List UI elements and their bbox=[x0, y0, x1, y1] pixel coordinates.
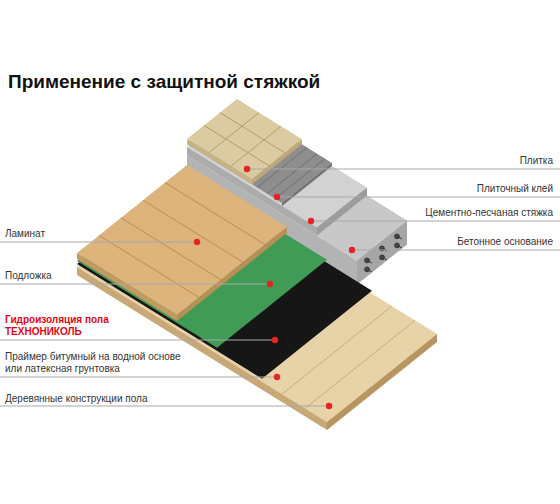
part-label: Бетонное основание bbox=[457, 236, 553, 248]
screed-face bbox=[317, 188, 367, 236]
diagram-title: Применение с защитной стяжкой bbox=[8, 70, 320, 93]
leader-lines bbox=[0, 169, 560, 406]
part-label: Цементно-песчаная стяжка bbox=[425, 207, 553, 219]
laminate-top bbox=[77, 165, 287, 315]
laminate-side bbox=[77, 253, 177, 321]
part-label: Праймер битумный на водной основе или ла… bbox=[5, 351, 195, 375]
tile-top bbox=[187, 99, 302, 179]
part-label: Гидроизоляция пола ТЕХНОНИКОЛЬ bbox=[5, 314, 130, 338]
laminate-face bbox=[177, 227, 287, 321]
part-label: Деревянные конструкции пола bbox=[5, 393, 147, 405]
part-label: Плитка bbox=[520, 155, 553, 167]
laminate-boards bbox=[99, 183, 265, 298]
part-label: Подложка bbox=[5, 270, 52, 282]
wood-end bbox=[327, 334, 437, 430]
concrete-face bbox=[357, 220, 407, 284]
layer-stack bbox=[77, 99, 437, 430]
part-label: Ламинат bbox=[5, 228, 45, 240]
tile-joints bbox=[204, 113, 285, 167]
leader-dots bbox=[194, 166, 355, 409]
tile-face bbox=[252, 139, 302, 184]
rebar-ends bbox=[365, 234, 402, 272]
part-label: Плиточный клей bbox=[477, 183, 553, 195]
